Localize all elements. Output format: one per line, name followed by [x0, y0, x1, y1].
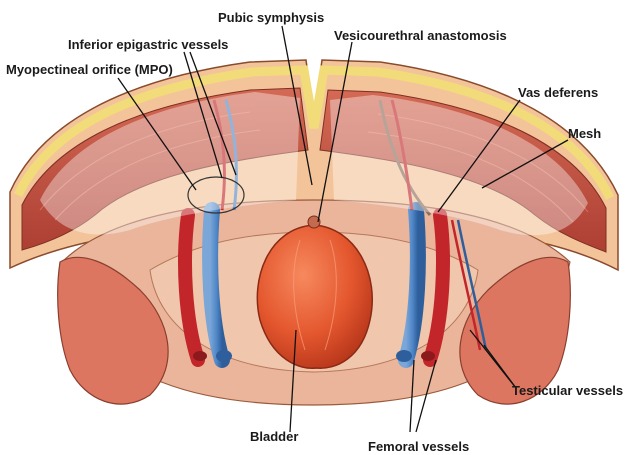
label-bladder: Bladder: [250, 429, 298, 444]
label-inferior-epigastric-vessels: Inferior epigastric vessels: [68, 37, 228, 52]
label-mesh: Mesh: [568, 126, 601, 141]
label-testicular-vessels: Testicular vessels: [512, 383, 623, 398]
label-pubic-symphysis: Pubic symphysis: [218, 10, 324, 25]
label-femoral-vessels: Femoral vessels: [368, 439, 469, 454]
label-vesicourethral-anastomosis: Vesicourethral anastomosis: [334, 28, 507, 43]
label-vas-deferens: Vas deferens: [518, 85, 598, 100]
label-myopectineal-orifice: Myopectineal orifice (MPO): [6, 62, 173, 77]
